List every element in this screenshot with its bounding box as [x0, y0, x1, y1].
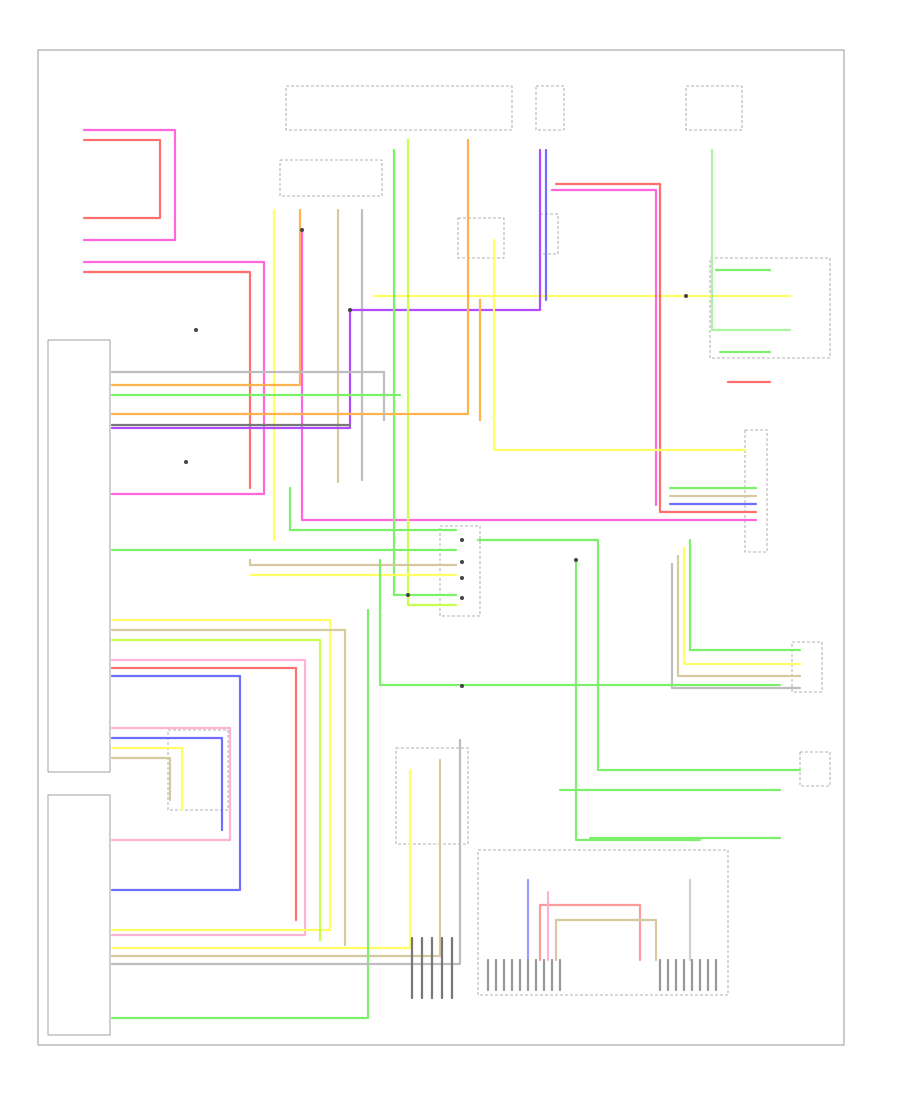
wire-red-top — [82, 138, 162, 220]
wire-green-lower — [110, 638, 322, 942]
wire-gray-long-right — [670, 562, 802, 690]
wire-pink-lower — [110, 658, 307, 937]
splice-1 — [684, 294, 688, 298]
wire-red-lower — [110, 666, 298, 922]
wire-tan-long-right — [676, 554, 802, 678]
wire-green-mid-2 — [476, 538, 802, 772]
wire-green-long-right — [688, 538, 802, 652]
center-components — [167, 525, 729, 996]
unit-right-middle — [744, 429, 768, 553]
wire-pink-2 — [82, 260, 266, 496]
wire-gray-left — [110, 370, 386, 422]
fuse-block-1 — [285, 85, 513, 131]
control-unit-lower — [47, 794, 111, 1036]
wire-orange-center — [110, 138, 470, 416]
wire-yellow-conn — [110, 746, 184, 812]
splice-2 — [406, 593, 410, 597]
fuse-blocks — [279, 85, 743, 259]
wire-yellow-lower — [110, 618, 332, 932]
splice-12 — [184, 460, 188, 464]
wire-green-center-down — [378, 558, 782, 687]
wire-tan-lower — [110, 628, 347, 947]
relay-box-center — [457, 217, 505, 259]
wire-red-2 — [82, 270, 252, 490]
switch-right-lower — [799, 751, 831, 787]
splice-6 — [460, 538, 464, 542]
wire-pink-conn — [110, 726, 232, 842]
splice-3 — [574, 558, 578, 562]
diagram-frame — [37, 49, 845, 1046]
control-unit-upper — [47, 339, 111, 773]
splice-8 — [460, 576, 464, 580]
wire-purple-horizontal — [110, 308, 352, 430]
relay-box-top — [279, 159, 383, 197]
wire-blue-conn — [110, 736, 224, 832]
wire-pink-right — [550, 188, 658, 507]
splice-5 — [300, 228, 304, 232]
wire-gray-lower-center — [110, 738, 462, 966]
display-pin-left-group — [486, 958, 562, 992]
display-pins — [410, 936, 718, 1000]
speaker-pins — [410, 936, 454, 1000]
wire-yellow-right-mid — [492, 238, 747, 452]
display-box — [477, 849, 729, 996]
wires — [82, 128, 802, 1020]
wire-green-vertical-2 — [392, 148, 458, 597]
wire-lightgreen-right — [710, 148, 792, 332]
wire-orange-1 — [110, 208, 302, 387]
right-components — [709, 257, 831, 787]
splice-11 — [194, 328, 198, 332]
wire-display-tan — [554, 918, 658, 962]
wire-green-bottom — [110, 608, 370, 1020]
wire-green-display — [574, 558, 702, 842]
connector-pins — [184, 228, 688, 688]
relay-box-right — [539, 213, 559, 255]
fuse-block-2 — [535, 85, 565, 131]
splice-10 — [460, 684, 464, 688]
control-unit — [47, 339, 111, 1036]
wire-yellow-lower-center — [110, 768, 412, 950]
wire-tan-mid — [248, 558, 458, 567]
left-connector-box — [167, 729, 229, 811]
splice-9 — [460, 596, 464, 600]
switch-top-right — [709, 257, 831, 359]
wire-tan-lower-center — [110, 758, 442, 958]
wire-pink-top — [82, 128, 177, 242]
lower-center-box — [395, 747, 469, 845]
wire-pink-3 — [300, 228, 758, 522]
display-pin-right-group — [658, 958, 718, 992]
wire-display-red — [538, 903, 642, 962]
wire-yellow-long-right — [682, 546, 802, 666]
splice-7 — [460, 560, 464, 564]
fuse-block-3 — [685, 85, 743, 131]
splice-4 — [348, 308, 352, 312]
wire-blue-lower — [110, 674, 242, 892]
wire-tan-conn — [110, 756, 172, 802]
wire-green-vertical — [406, 138, 458, 607]
center-connector-box — [439, 525, 481, 617]
connector-right — [791, 641, 823, 693]
wire-red-right — [554, 182, 758, 514]
wire-green-mid-3 — [288, 486, 458, 532]
wire-purple-top — [348, 148, 542, 312]
